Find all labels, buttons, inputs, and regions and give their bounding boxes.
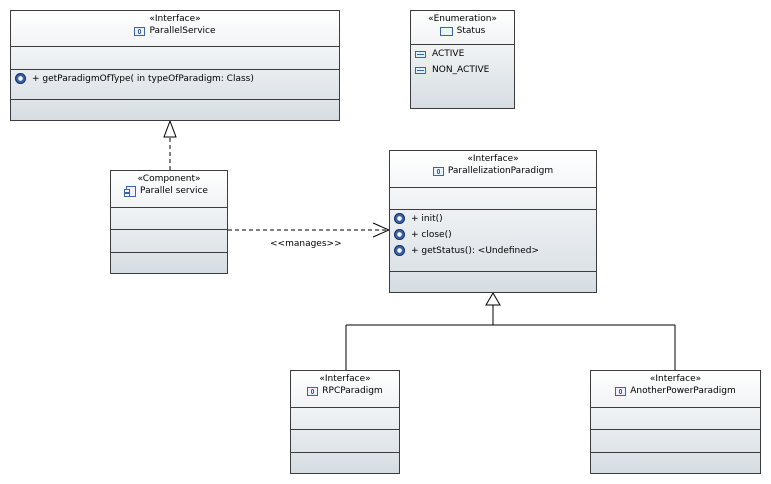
operation-gear-icon bbox=[394, 213, 405, 224]
class-name: Parallel service bbox=[140, 186, 208, 196]
class-name: Status bbox=[456, 26, 486, 36]
stereotype-label: «Interface» bbox=[149, 14, 201, 24]
literal-label: ACTIVE bbox=[432, 49, 465, 59]
enum-literal-row[interactable]: NON_ACTIVE bbox=[415, 65, 489, 75]
compartment-divider bbox=[411, 44, 514, 45]
compartment-divider bbox=[291, 407, 399, 408]
interface-icon bbox=[615, 386, 627, 396]
operation-label: + getStatus(): <Undefined> bbox=[411, 245, 540, 256]
enum-literal-row[interactable]: ACTIVE bbox=[415, 49, 464, 59]
compartment-divider bbox=[591, 452, 760, 453]
operation-row[interactable]: + close() bbox=[394, 229, 452, 240]
operation-gear-icon bbox=[394, 245, 405, 256]
component-icon bbox=[124, 185, 137, 197]
compartment-divider bbox=[291, 429, 399, 430]
stereotype-label: «Interface» bbox=[649, 374, 702, 384]
compartment-divider bbox=[11, 99, 339, 100]
compartment-divider bbox=[11, 69, 339, 70]
operation-row[interactable]: + init() bbox=[394, 213, 443, 224]
compartment-divider bbox=[11, 46, 339, 47]
compartment-divider bbox=[111, 252, 227, 253]
operation-gear-icon bbox=[394, 229, 405, 240]
enum-literal-icon bbox=[415, 66, 426, 74]
enum-literal-icon bbox=[415, 50, 426, 58]
stereotype-label: «Enumeration» bbox=[428, 14, 497, 24]
operation-label: + close() bbox=[411, 229, 452, 240]
compartment-divider bbox=[291, 452, 399, 453]
rpc-paradigm-interface[interactable]: «Interface» RPCParadigm bbox=[290, 370, 400, 474]
compartment-divider bbox=[591, 429, 760, 430]
another-power-paradigm-interface[interactable]: «Interface» AnotherPowerParadigm bbox=[590, 370, 761, 474]
compartment-divider bbox=[111, 229, 227, 230]
compartment-divider bbox=[390, 209, 596, 210]
class-name: RPCParadigm bbox=[322, 386, 383, 396]
parallelization-paradigm-interface[interactable]: «Interface» ParallelizationParadigm + in… bbox=[389, 150, 597, 293]
enumeration-icon bbox=[439, 26, 453, 36]
interface-icon bbox=[134, 26, 146, 36]
literal-label: NON_ACTIVE bbox=[432, 65, 490, 75]
realization-arrowhead bbox=[163, 119, 177, 138]
class-name: AnotherPowerParadigm bbox=[630, 386, 736, 396]
manages-label: <<manages>> bbox=[270, 239, 342, 249]
status-enumeration[interactable]: «Enumeration» Status ACTIVE NON_ACTIVE bbox=[410, 10, 515, 109]
parallel-service-interface[interactable]: «Interface» ParallelService + getParadig… bbox=[10, 10, 340, 121]
generalization-arrowhead bbox=[485, 292, 501, 306]
operation-row[interactable]: + getParadigmOfType( in typeOfParadigm: … bbox=[15, 73, 254, 84]
parallel-service-component[interactable]: «Component» Parallel service bbox=[110, 170, 228, 274]
compartment-divider bbox=[390, 271, 596, 272]
class-name: ParallelizationParadigm bbox=[447, 166, 554, 176]
compartment-divider bbox=[591, 407, 760, 408]
interface-icon bbox=[307, 386, 319, 396]
operation-gear-icon bbox=[15, 73, 26, 84]
stereotype-label: «Component» bbox=[137, 174, 201, 184]
stereotype-label: «Interface» bbox=[467, 154, 519, 164]
stereotype-label: «Interface» bbox=[319, 374, 371, 384]
operation-row[interactable]: + getStatus(): <Undefined> bbox=[394, 245, 539, 256]
interface-icon bbox=[432, 166, 444, 176]
compartment-divider bbox=[390, 187, 596, 188]
operation-label: + init() bbox=[411, 213, 443, 224]
operation-label: + getParadigmOfType( in typeOfParadigm: … bbox=[32, 73, 254, 84]
class-name: ParallelService bbox=[149, 26, 216, 36]
compartment-divider bbox=[111, 207, 227, 208]
